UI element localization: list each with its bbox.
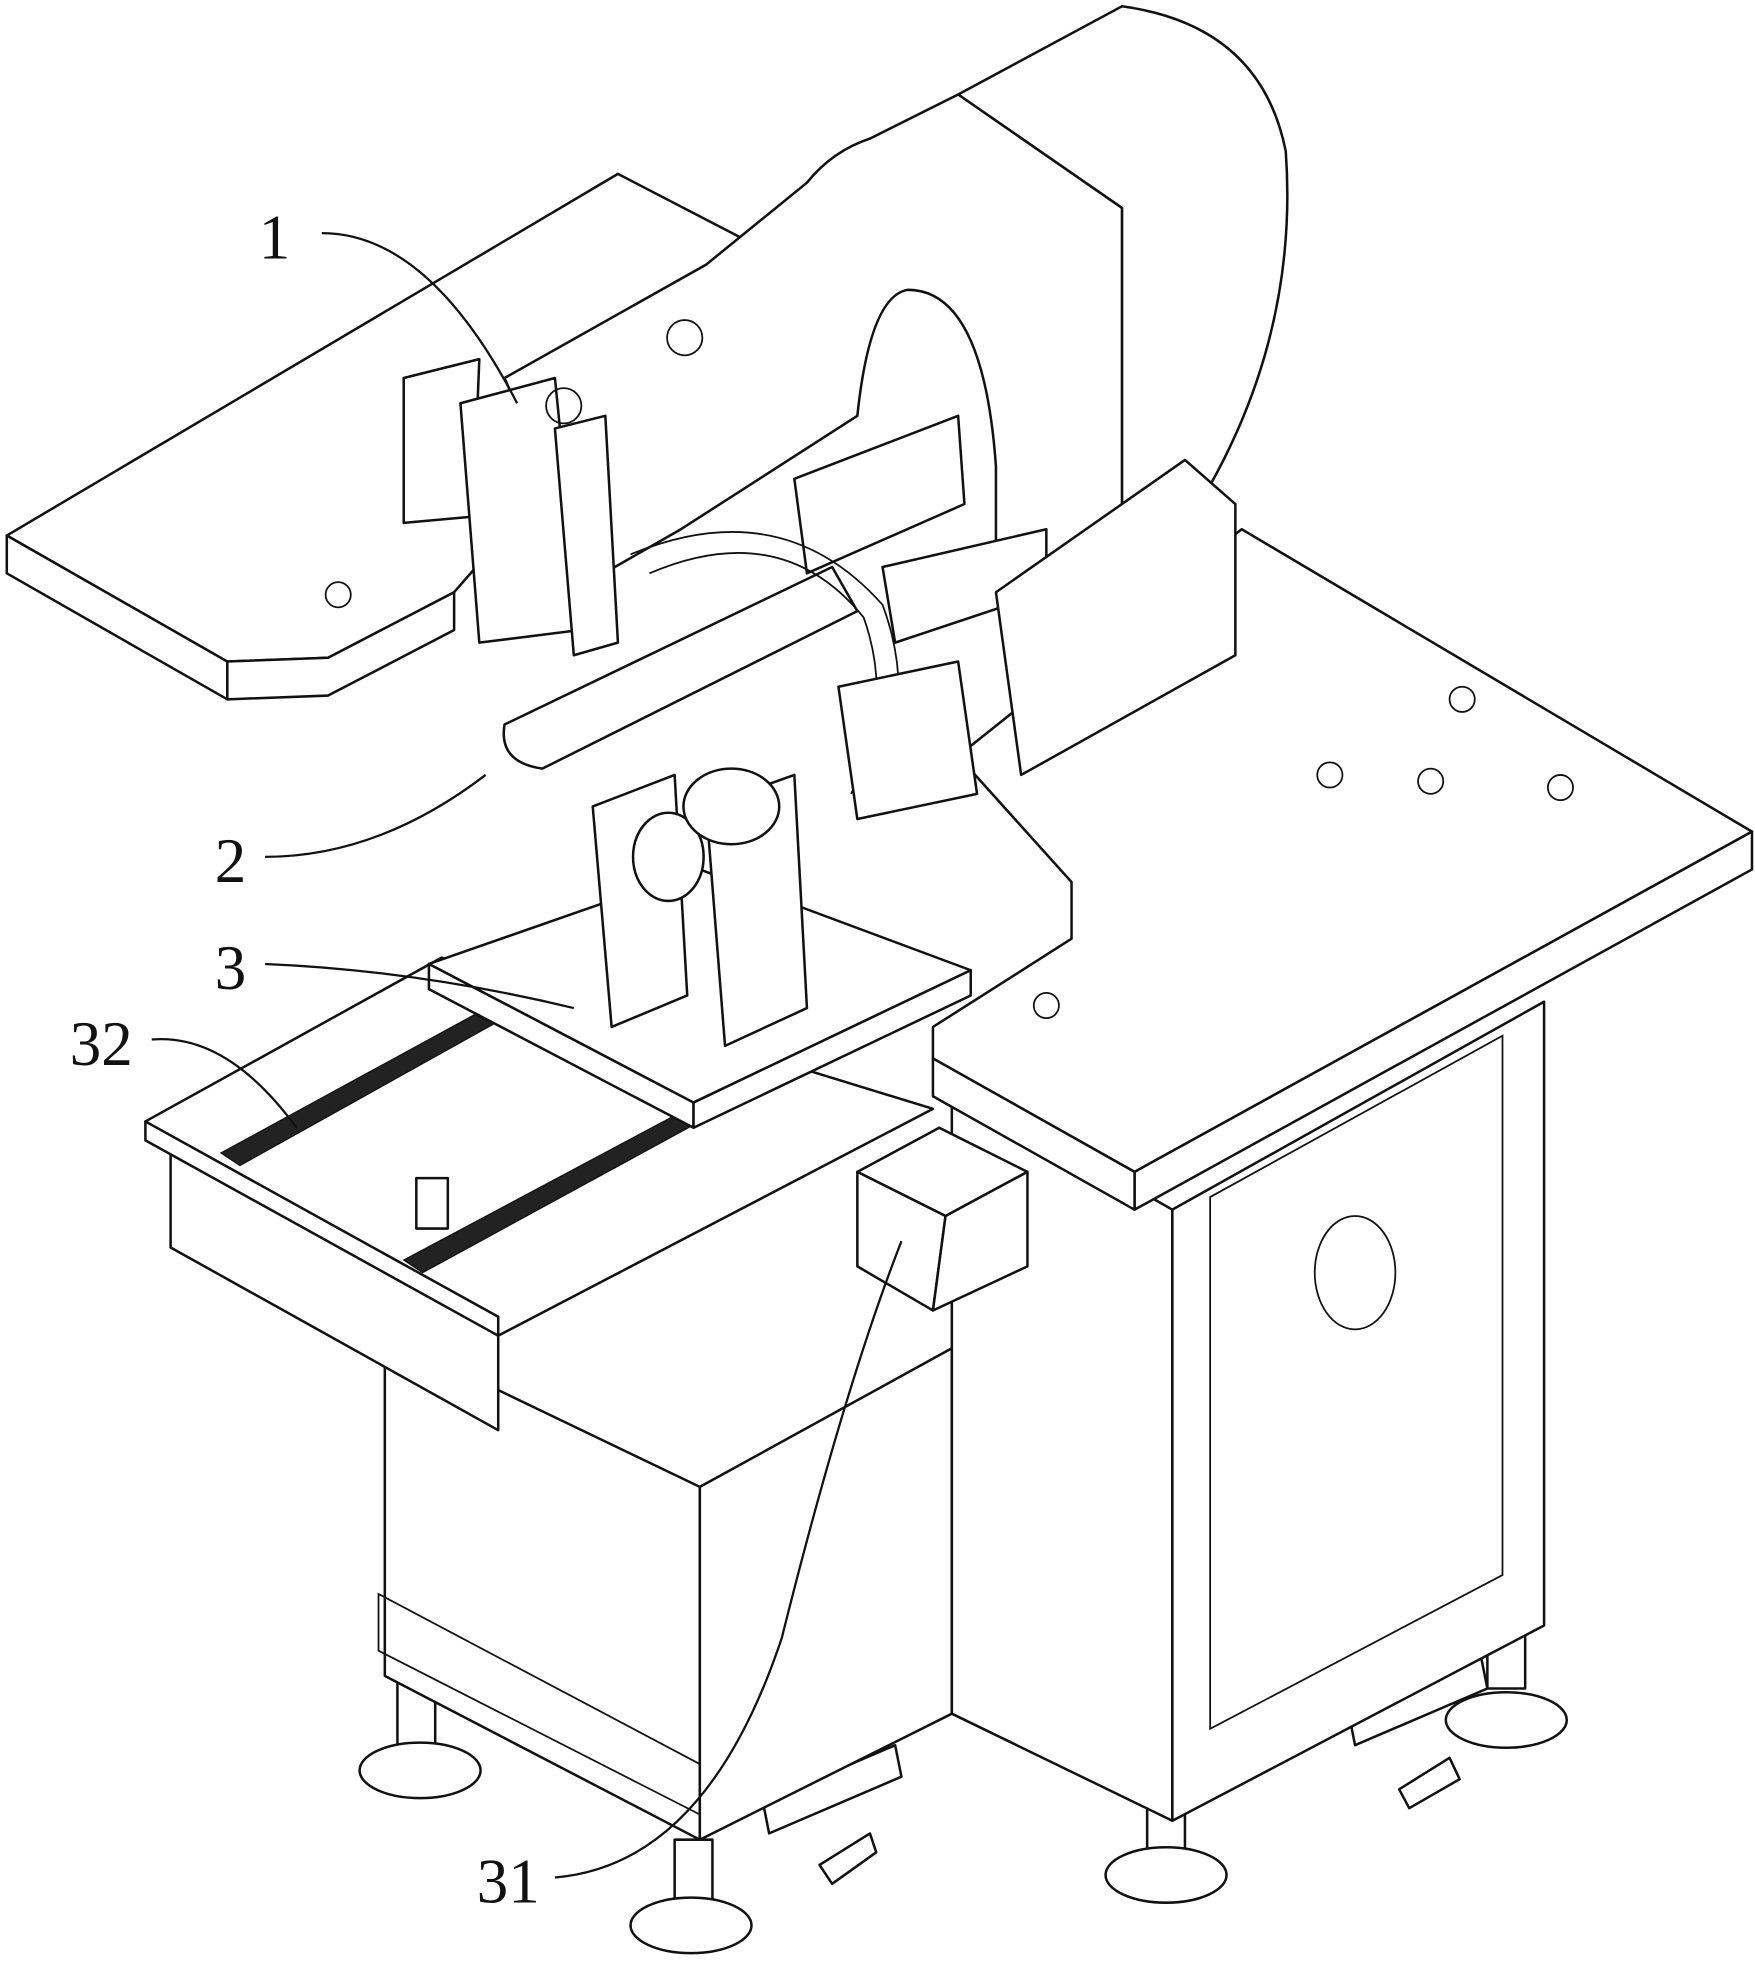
label-3: 3 [215,933,247,1003]
right-cabinet [950,1000,1546,1823]
leader-lines [151,231,903,1879]
left-table [5,172,758,701]
label-31: 31 [477,1847,540,1917]
left-cabinet [377,1334,954,1841]
leveling-feet [358,1630,1569,1955]
label-1: 1 [259,202,291,272]
label-32: 32 [70,1009,133,1079]
label-2: 2 [215,826,247,896]
sewing-machine-head [402,5,1289,821]
work-plate [427,767,973,1130]
